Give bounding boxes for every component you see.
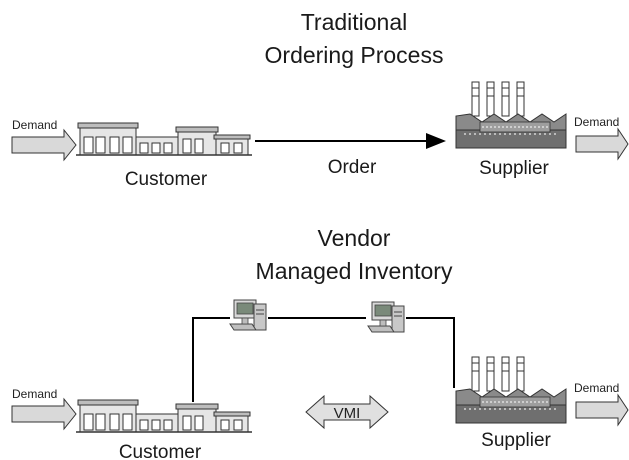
traditional-title-line2: Ordering Process	[265, 42, 444, 68]
double-arrow-icon	[305, 394, 389, 430]
right-arrow-icon	[575, 393, 629, 427]
factory-icon	[455, 81, 567, 149]
vmi-title-line1: Vendor	[318, 225, 391, 251]
vmi-demand-out-label: Demand	[574, 381, 619, 395]
vmi-title-line2: Managed Inventory	[256, 258, 453, 284]
right-arrow-icon	[575, 127, 629, 161]
vmi-customer-label: Customer	[119, 442, 202, 460]
right-arrow-icon	[11, 397, 77, 431]
traditional-demand-in-label: Demand	[12, 118, 57, 132]
arrowhead-icon	[426, 133, 446, 149]
computer-workstation-icon	[367, 301, 405, 333]
vmi-supplier-label: Supplier	[481, 430, 551, 451]
traditional-title-line1: Traditional	[301, 9, 408, 35]
store-building-icon	[75, 122, 253, 156]
vmi-exchange-label: VMI	[334, 405, 361, 422]
network-link-left	[192, 317, 230, 402]
order-label: Order	[328, 157, 377, 178]
traditional-customer-label: Customer	[125, 169, 208, 190]
right-arrow-icon	[11, 128, 77, 162]
traditional-supplier-label: Supplier	[479, 158, 549, 179]
network-link-right	[406, 317, 455, 388]
factory-icon	[455, 356, 567, 424]
traditional-demand-out-label: Demand	[574, 115, 619, 129]
store-building-icon	[75, 399, 253, 433]
computer-workstation-icon	[229, 299, 267, 331]
vmi-demand-in-label: Demand	[12, 387, 57, 401]
